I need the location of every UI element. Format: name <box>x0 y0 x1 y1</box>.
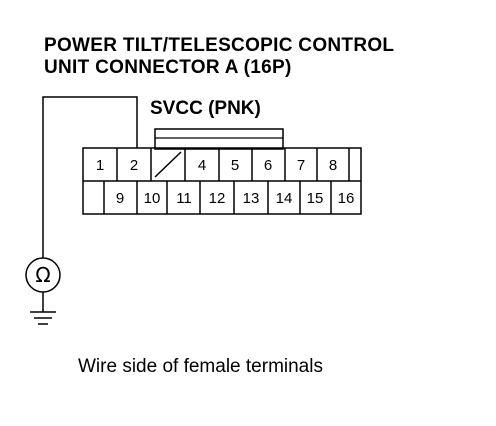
pin-4: 4 <box>198 157 206 174</box>
pin-2: 2 <box>130 157 138 174</box>
unused-cavity-mark <box>154 151 182 178</box>
pin-12: 12 <box>209 190 226 207</box>
pin-6: 6 <box>264 157 272 174</box>
pin-15: 15 <box>307 190 324 207</box>
diagram-title: POWER TILT/TELESCOPIC CONTROL UNIT CONNE… <box>44 35 394 79</box>
diagram-caption: Wire side of female terminals <box>78 356 323 377</box>
title-line-1: POWER TILT/TELESCOPIC CONTROL <box>44 35 395 56</box>
pin-1: 1 <box>96 157 104 174</box>
pin-9: 9 <box>116 190 124 207</box>
ohm-symbol: Ω <box>35 263 50 287</box>
pin-16: 16 <box>338 190 355 207</box>
pin-11: 11 <box>176 190 192 207</box>
ground-icon <box>30 292 56 325</box>
pin-10: 10 <box>144 190 161 207</box>
connector-lock-tab <box>154 128 284 150</box>
ohmmeter-icon: Ω <box>25 257 61 293</box>
pin-7: 7 <box>297 157 305 174</box>
pin-13: 13 <box>243 190 260 207</box>
test-lead-wire <box>42 96 138 258</box>
wire-color-label: SVCC (PNK) <box>150 98 261 119</box>
connector-housing <box>82 147 362 215</box>
pin-5: 5 <box>231 157 239 174</box>
pin-14: 14 <box>276 190 293 207</box>
title-line-2: UNIT CONNECTOR A (16P) <box>44 57 292 78</box>
pin-8: 8 <box>329 157 337 174</box>
